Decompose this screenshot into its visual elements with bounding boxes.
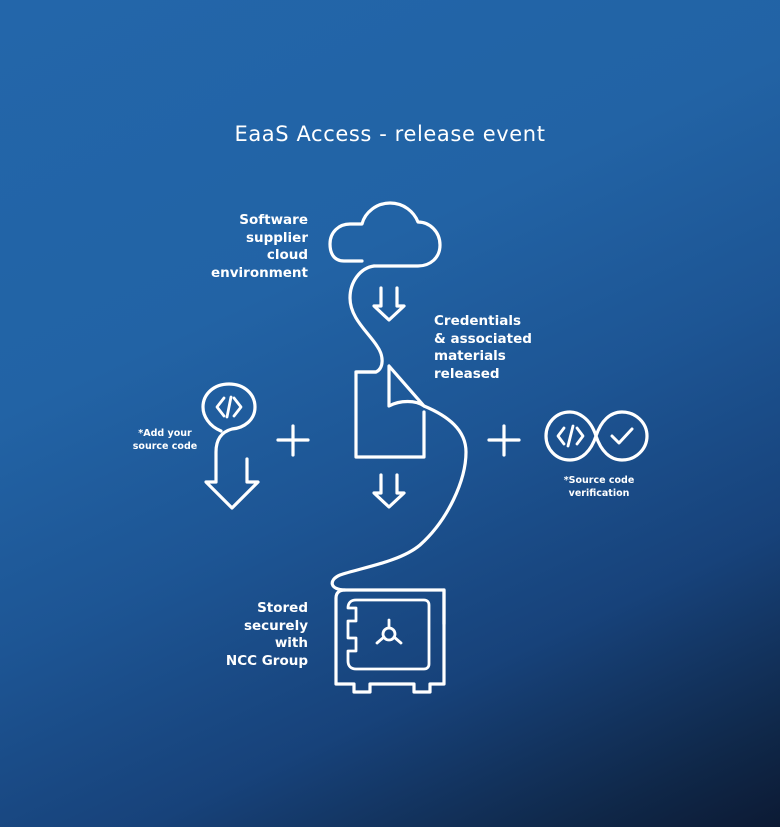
- plus-icon-left: [276, 424, 310, 457]
- step-label-cloud: Software supplier cloud environment: [190, 212, 308, 282]
- label-line: released: [434, 365, 500, 382]
- label-line: cloud: [266, 247, 308, 263]
- label-line: securely: [243, 617, 308, 634]
- label-line: Stored: [257, 600, 308, 616]
- diagram-title: EaaS Access - release event: [234, 122, 546, 146]
- label-line: *Add your: [138, 428, 192, 439]
- step-label-credentials: Credentials & associated materials relea…: [434, 313, 564, 383]
- double-arrow-down-icon: [372, 473, 406, 509]
- plus-icon-right: [487, 424, 521, 457]
- label-line: *Source code: [563, 475, 635, 486]
- code-download-icon: [201, 382, 260, 510]
- addon-label-verification: *Source code verification: [552, 475, 646, 500]
- step-label-stored: Stored securely with NCC Group: [190, 600, 308, 670]
- label-line: NCC Group: [225, 652, 308, 669]
- label-line: environment: [210, 264, 308, 281]
- label-line: Credentials: [434, 313, 522, 329]
- label-line: supplier: [245, 229, 308, 246]
- safe-icon: [334, 588, 446, 694]
- label-line: materials: [434, 348, 506, 364]
- flow-line-bottom: [330, 404, 468, 626]
- label-line: & associated: [434, 330, 532, 347]
- code-check-icon: [544, 410, 649, 462]
- flow-line-top: [348, 264, 384, 374]
- cloud-icon: [328, 201, 442, 268]
- label-line: with: [274, 635, 308, 651]
- label-line: Software: [239, 212, 308, 228]
- addon-label-add-source: *Add your source code: [124, 428, 206, 453]
- label-line: source code: [132, 440, 198, 452]
- label-line: verification: [568, 487, 630, 499]
- double-arrow-down-icon: [372, 286, 406, 322]
- document-icon: [354, 364, 426, 459]
